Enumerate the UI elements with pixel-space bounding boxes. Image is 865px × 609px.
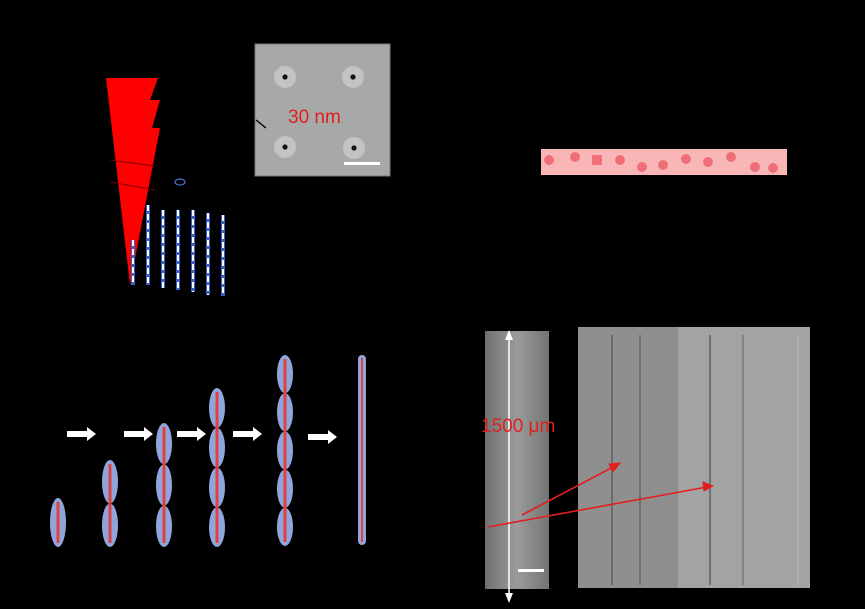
elongating-pores <box>50 355 366 547</box>
right-arrow-icon <box>308 430 337 444</box>
bead-icon <box>768 163 778 173</box>
pink-channel <box>541 149 787 175</box>
bead-icon <box>615 155 625 165</box>
pore-stage <box>209 388 225 547</box>
focus-spot-icon <box>174 178 186 186</box>
bead-icon <box>570 152 580 162</box>
length-arrow <box>505 330 513 603</box>
optical-micrograph-right <box>578 327 810 588</box>
pore-stage <box>50 498 66 547</box>
pore-stage <box>277 355 293 546</box>
inset-pointer-arrow <box>255 119 267 129</box>
bead-icon <box>681 154 691 164</box>
bead-icon <box>544 155 554 165</box>
length-label: 1500 μm <box>481 416 555 437</box>
nanopore-icon <box>274 66 365 159</box>
bead-icon <box>592 155 602 165</box>
pore-stage <box>102 460 118 547</box>
bead-icon <box>658 160 668 170</box>
right-arrow-icon <box>177 427 206 441</box>
pore-stage <box>358 355 366 545</box>
right-arrow-icon <box>233 427 262 441</box>
optical-micrograph-left <box>485 331 549 589</box>
bead-icon <box>726 152 736 162</box>
tem-scale-label: 30 nm <box>288 107 341 128</box>
red-pointer-arrows <box>487 462 715 528</box>
growth-arrows <box>67 427 337 444</box>
laser-beam-icon <box>106 78 160 285</box>
right-arrow-icon <box>67 427 96 441</box>
bead-icon <box>750 162 760 172</box>
bead-icon <box>637 162 647 172</box>
scale-bar-icon <box>344 162 380 165</box>
tem-inset-image: 30 nm <box>254 43 391 177</box>
scale-bar-icon <box>518 569 544 572</box>
pore-stage <box>156 423 172 547</box>
bead-icon <box>703 157 713 167</box>
written-pore-array <box>131 205 225 296</box>
right-arrow-icon <box>124 427 153 441</box>
